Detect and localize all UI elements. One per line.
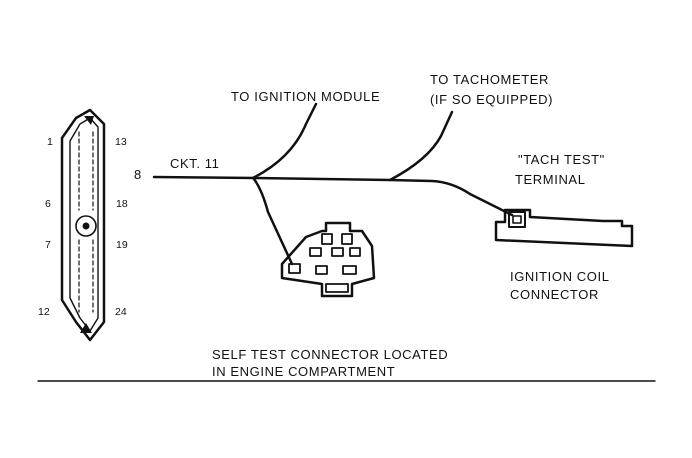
ignition-coil-label: IGNITION COIL <box>510 269 610 284</box>
caption-line-1: SELF TEST CONNECTOR LOCATED <box>212 347 448 362</box>
self-test-connector <box>60 108 106 342</box>
pin-label-7: 7 <box>45 239 51 251</box>
main-wire <box>152 175 514 217</box>
pin1-key-triangle <box>84 116 94 125</box>
ignition-module-wire <box>251 102 318 180</box>
circuit-label: CKT. 11 <box>170 156 219 171</box>
caption-line-2: IN ENGINE COMPARTMENT <box>212 364 395 379</box>
ignition-coil-connector-label: CONNECTOR <box>510 287 599 302</box>
pin-label-19: 19 <box>116 239 128 251</box>
branch-to-connector-wire <box>252 177 294 266</box>
pin12-key-triangle <box>80 323 92 333</box>
pin-label-24: 24 <box>115 306 127 318</box>
middle-connector <box>280 221 376 298</box>
ignition-module-label: TO IGNITION MODULE <box>231 89 380 104</box>
tach-test-label: "TACH TEST" <box>518 152 605 167</box>
pin-label-6: 6 <box>45 198 51 210</box>
pin-label-18: 18 <box>116 198 128 210</box>
wire-pin-label: 8 <box>134 167 142 182</box>
tachometer-note: (IF SO EQUIPPED) <box>430 92 553 107</box>
pin-label-1: 1 <box>47 136 53 148</box>
tach-test-terminal-label: TERMINAL <box>515 172 586 187</box>
pin-label-12: 12 <box>38 306 50 318</box>
pin-label-13: 13 <box>115 136 127 148</box>
tach-test-terminal <box>508 211 526 228</box>
tachometer-wire <box>388 110 454 182</box>
ignition-coil-connector <box>494 208 634 248</box>
tachometer-label: TO TACHOMETER <box>430 72 549 87</box>
